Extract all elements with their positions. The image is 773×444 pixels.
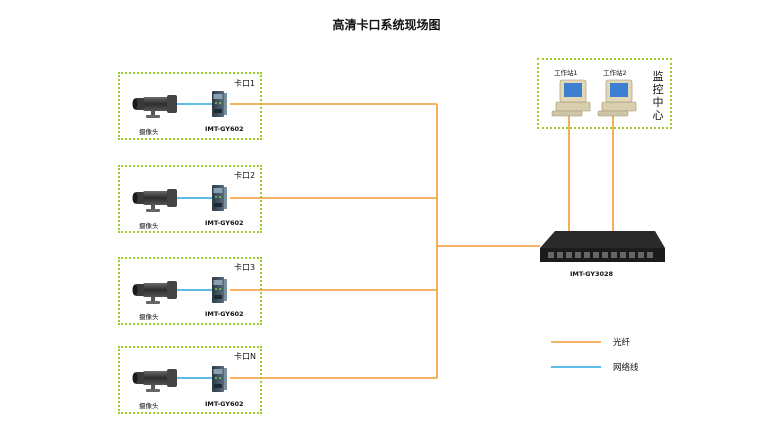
device-label: IMT-GY602 (205, 219, 244, 227)
legend-network-label: 网络线 (613, 363, 639, 373)
legend-fiber-label: 光纤 (613, 338, 631, 348)
monitor-center-box (537, 58, 672, 129)
device-label: IMT-GY602 (205, 125, 244, 133)
camera-label: 摄像头 (139, 402, 159, 410)
gate-box-2 (118, 165, 262, 233)
gate-label-1: 卡口1 (234, 79, 256, 88)
switch-label: IMT-GY3028 (570, 270, 614, 278)
device-label: IMT-GY602 (205, 400, 244, 408)
gate-label-n: 卡口N (234, 352, 256, 361)
device-label: IMT-GY602 (205, 310, 244, 318)
camera-label: 摄像头 (139, 222, 159, 230)
camera-label: 摄像头 (139, 313, 159, 321)
gate-box-1 (118, 72, 262, 140)
station-label-2: 工作站2 (603, 69, 627, 77)
station-label-1: 工作站1 (554, 69, 578, 77)
camera-label: 摄像头 (139, 128, 159, 136)
monitor-center-label: 监 控 中 心 (652, 70, 664, 122)
gate-box-3 (118, 257, 262, 325)
gate-label-2: 卡口2 (234, 171, 256, 180)
diagram-title: 高清卡口系统现场图 (332, 18, 441, 32)
gate-label-3: 卡口3 (234, 263, 256, 272)
gate-box-n (118, 346, 262, 414)
